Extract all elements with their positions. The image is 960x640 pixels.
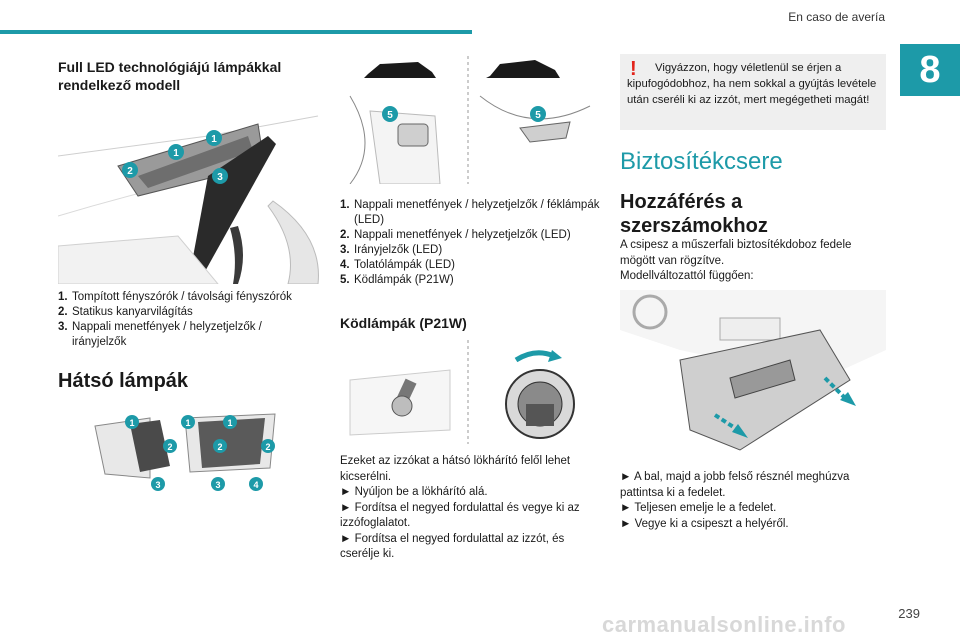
rear-callout: 1 bbox=[181, 415, 195, 429]
instruction-step: ► Nyúljon be a lökhárító alá. bbox=[340, 486, 488, 498]
watermark: carmanualsonline.info bbox=[602, 612, 846, 637]
tools-intro: A csipesz a műszerfali biztosítékdoboz f… bbox=[620, 238, 886, 285]
svg-text:3: 3 bbox=[155, 480, 160, 490]
warning-box bbox=[620, 54, 886, 130]
list-item: 2.Statikus kanyarvilágítás bbox=[58, 306, 193, 318]
full-led-heading: Full LED technológiájú lámpákkal rendelk… bbox=[58, 59, 282, 93]
tools-para: A csipesz a műszerfali biztosítékdoboz f… bbox=[620, 239, 852, 267]
list-item: 2.Nappali menetfények / helyzetjelzők (L… bbox=[340, 229, 571, 241]
fog-lamp-location-figure: 5 5 bbox=[349, 56, 591, 184]
warning-text: Vigyázzon, hogy véletlenül se érjen a ki… bbox=[627, 62, 877, 106]
fusebox-steps: ► A bal, majd a jobb felső résznél meghú… bbox=[620, 470, 886, 532]
rear-callout: 1 bbox=[223, 415, 237, 429]
svg-text:1: 1 bbox=[211, 134, 217, 145]
fog-lamp-heading: Ködlámpák (P21W) bbox=[340, 315, 467, 331]
chapter-header-title: En caso de avería bbox=[788, 10, 885, 24]
rear-callout: 2 bbox=[163, 439, 177, 453]
rear-lamps-heading: Hátsó lámpák bbox=[58, 370, 189, 392]
instruction-intro: Ezeket az izzókat a hátsó lökhárító felő… bbox=[340, 455, 571, 483]
callout-1a: 1 bbox=[168, 144, 184, 160]
tools-para: Modellváltozattól függően: bbox=[620, 270, 754, 282]
warning-icon: ! bbox=[630, 58, 637, 80]
svg-text:2: 2 bbox=[265, 442, 270, 452]
svg-text:2: 2 bbox=[167, 442, 172, 452]
rear-callout: 2 bbox=[213, 439, 227, 453]
fusebox-cover-figure bbox=[620, 290, 886, 451]
svg-text:5: 5 bbox=[387, 110, 393, 121]
instruction-step: ► Fordítsa el negyed fordulattal az izzó… bbox=[340, 532, 565, 561]
rear-lamps-figure: 1 1 1 2 2 2 3 3 4 bbox=[94, 413, 276, 491]
callout-5b: 5 bbox=[530, 106, 546, 122]
callout-2: 2 bbox=[122, 162, 138, 178]
rear-callout: 3 bbox=[151, 477, 165, 491]
svg-text:3: 3 bbox=[217, 172, 223, 183]
callout-5a: 5 bbox=[382, 106, 398, 122]
rear-callout: 3 bbox=[211, 477, 225, 491]
fusebox-step: ► A bal, majd a jobb felső résznél meghú… bbox=[620, 471, 850, 499]
subsection-title: Hozzáférés a szerszámokhoz bbox=[620, 191, 768, 237]
front-headlamp-figure: 1 1 2 3 bbox=[58, 96, 328, 284]
callout-1b: 1 bbox=[206, 130, 222, 146]
fog-bulb-replacement-figure bbox=[349, 340, 575, 444]
rear-callout: 2 bbox=[261, 439, 275, 453]
svg-text:1: 1 bbox=[185, 418, 190, 428]
fusebox-step: ► Vegye ki a csipeszt a helyéről. bbox=[620, 517, 789, 530]
rear-lamp-list: 1.Nappali menetfények / helyzetjelzők / … bbox=[340, 198, 602, 288]
fog-lamp-instructions: Ezeket az izzókat a hátsó lökhárító felő… bbox=[340, 454, 602, 563]
list-item: 3.Irányjelzők (LED) bbox=[340, 244, 443, 256]
svg-text:5: 5 bbox=[535, 110, 541, 121]
svg-text:2: 2 bbox=[217, 442, 222, 452]
list-item: 4.Tolatólámpák (LED) bbox=[340, 259, 455, 271]
front-lamp-list: 1.Tompított fényszórók / távolsági fénys… bbox=[58, 290, 314, 350]
rear-callout: 4 bbox=[249, 477, 263, 491]
svg-text:1: 1 bbox=[227, 418, 232, 428]
svg-text:1: 1 bbox=[129, 418, 134, 428]
list-item: 1.Tompított fényszórók / távolsági fénys… bbox=[58, 291, 292, 303]
list-item: 3.Nappali menetfények / helyzetjelzők / … bbox=[58, 321, 262, 348]
svg-text:1: 1 bbox=[173, 148, 179, 159]
section-title: Biztosítékcsere bbox=[620, 148, 783, 175]
svg-text:3: 3 bbox=[215, 480, 220, 490]
fusebox-step: ► Teljesen emelje le a fedelet. bbox=[620, 502, 777, 514]
header-accent-bar bbox=[0, 30, 472, 34]
svg-text:4: 4 bbox=[253, 480, 258, 490]
page-number: 239 bbox=[898, 606, 920, 621]
list-item: 5.Ködlámpák (P21W) bbox=[340, 274, 454, 286]
rear-callout: 1 bbox=[125, 415, 139, 429]
instruction-step: ► Fordítsa el negyed fordulattal és vegy… bbox=[340, 501, 580, 530]
svg-text:2: 2 bbox=[127, 166, 133, 177]
chapter-number-badge: 8 bbox=[900, 44, 960, 96]
callout-3: 3 bbox=[212, 168, 228, 184]
list-item: 1.Nappali menetfények / helyzetjelzők / … bbox=[340, 199, 600, 226]
